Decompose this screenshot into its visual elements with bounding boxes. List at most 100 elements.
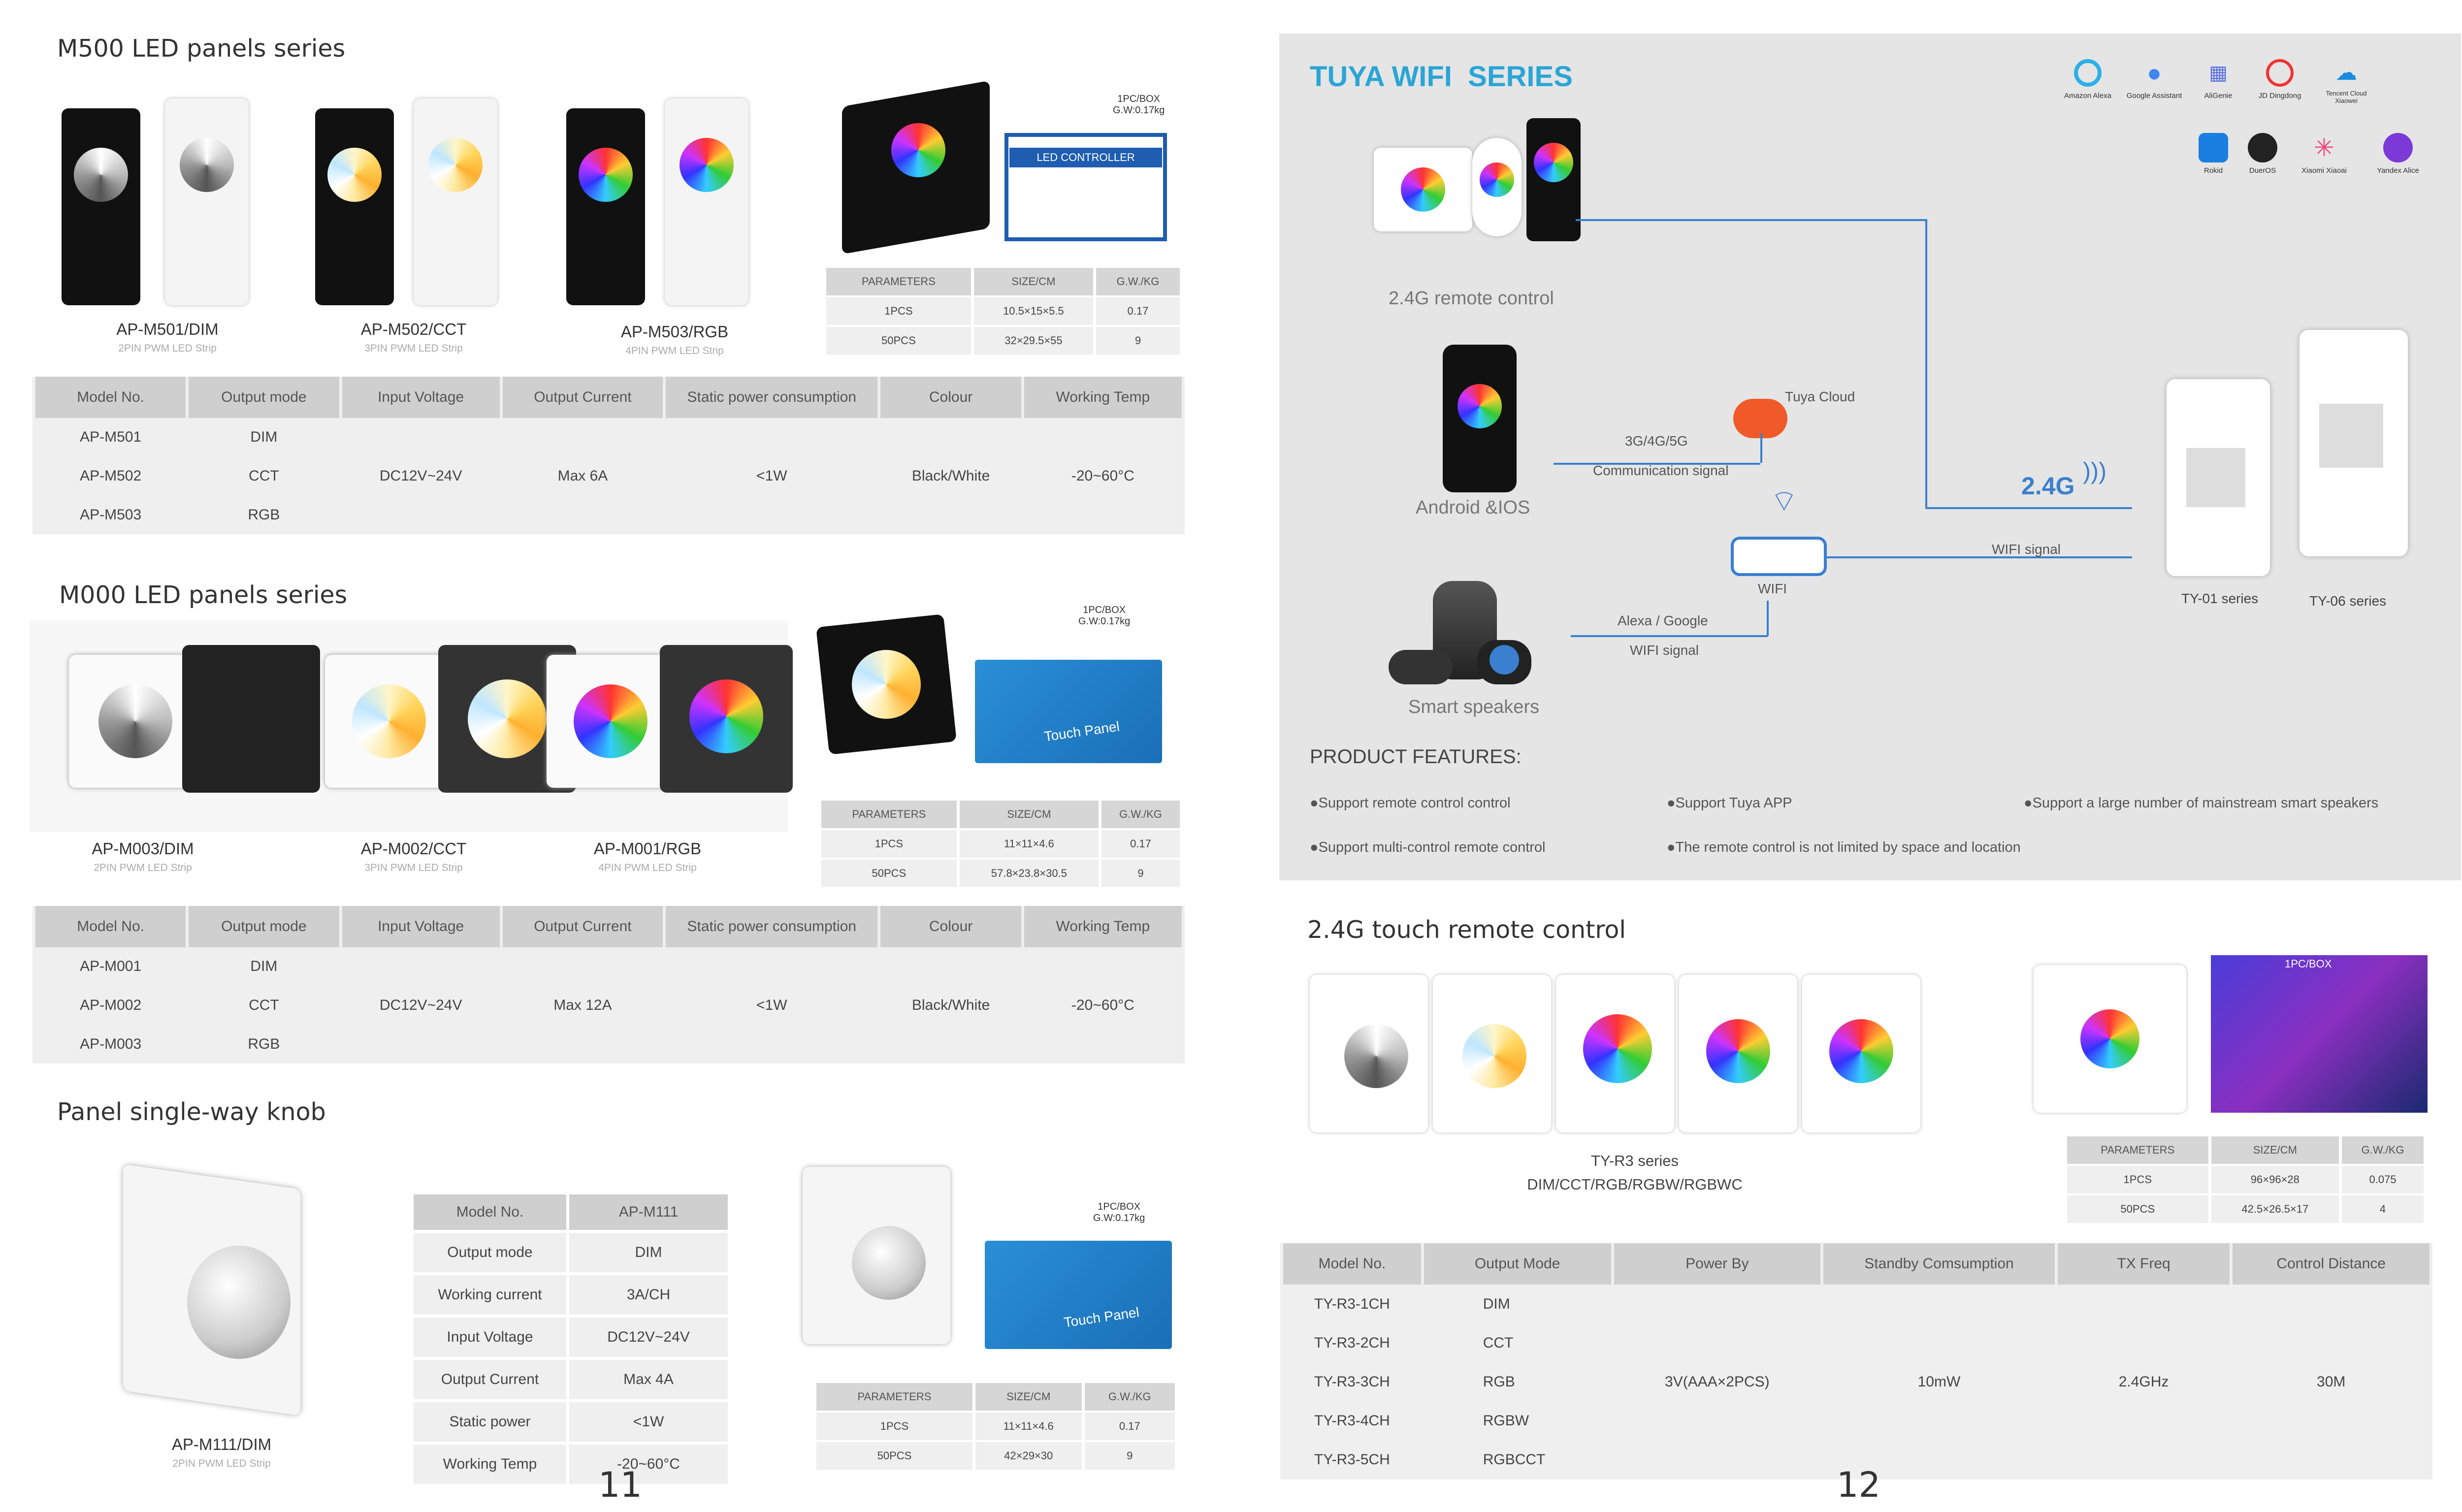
cloud-link-line — [1760, 433, 1762, 463]
model-cell: TY-R3-2CH — [1314, 1334, 1390, 1351]
pkg-cell: 57.8×23.8×30.5 — [959, 860, 1099, 887]
spec-header: Model No. — [35, 377, 186, 418]
model-cell: TY-R3-1CH — [1314, 1295, 1390, 1312]
m000-caption-dim: AP-M003/DIM 2PIN PWM LED Strip — [49, 839, 236, 874]
spec-header: Colour — [880, 906, 1021, 947]
model-sub: 2PIN PWM LED Strip — [172, 1458, 271, 1469]
spec-value: 3A/CH — [569, 1275, 728, 1315]
mode-cell: CCT — [1483, 1334, 1514, 1351]
router-icon — [1731, 537, 1827, 576]
pkg-cell: 10.5×15×5.5 — [973, 297, 1093, 325]
spec-header: TX Freq — [2057, 1243, 2230, 1285]
pkg-header: G.W./KG — [1096, 268, 1180, 295]
model-cell: AP-M501 — [80, 429, 142, 446]
model-cell: AP-M001 — [80, 958, 142, 975]
pkg-cell: 9 — [1096, 327, 1180, 354]
spec-header: AP-M111 — [569, 1194, 728, 1230]
voltage-cell: DC12V~24V — [379, 468, 462, 484]
m500-package-image: LED CONTROLLER — [827, 74, 1182, 261]
assistant-label: DuerOS — [2249, 166, 2276, 175]
pkg-header: G.W./KG — [1084, 1383, 1175, 1411]
signal-3g-label: 3G/4G/5G — [1625, 433, 1688, 449]
aligenie-icon: ▦AliGenie — [2191, 59, 2245, 100]
pkg-header: PARAMETERS — [821, 801, 957, 828]
model-sub: 4PIN PWM LED Strip — [625, 345, 724, 356]
model-label: AP-M001/RGB — [593, 839, 702, 858]
pkg-cell: 9 — [1101, 860, 1180, 887]
assistant-label: AliGenie — [2204, 92, 2233, 100]
spec-header: Control Distance — [2233, 1243, 2430, 1285]
spec-header: Working Temp — [1024, 906, 1182, 947]
spec-key: Working current — [414, 1275, 566, 1315]
wifi-title: TUYA WIFI SERIES — [1310, 61, 1573, 93]
mode-cell: RGB — [248, 1035, 280, 1052]
page-number-left: 11 — [598, 1465, 643, 1505]
mode-cell: RGBW — [1483, 1413, 1529, 1429]
feature-item: ●Support Tuya APP — [1667, 795, 1792, 811]
alexa-google-label: Alexa / Google — [1618, 613, 1708, 628]
spec-value: DC12V~24V — [569, 1318, 728, 1357]
pkg-cell: 0.17 — [1101, 830, 1180, 858]
pkg-cell: 1PCS — [816, 1413, 972, 1440]
pkg-cell: 0.075 — [2342, 1166, 2424, 1193]
m500-product-image-cct — [315, 98, 522, 310]
ty06-label: TY-06 series — [2309, 593, 2387, 609]
m500-product-image-rgb — [566, 98, 773, 310]
freq-cell: 2.4GHz — [2118, 1374, 2169, 1390]
pkg-cell: 50PCS — [821, 860, 957, 887]
current-cell: Max 6A — [557, 468, 608, 484]
model-sub: 2PIN PWM LED Strip — [94, 862, 192, 873]
box-weight: G.W:0.17kg — [1093, 1213, 1145, 1223]
spec-header: Model No. — [35, 906, 186, 947]
standby-cell: 10mW — [1917, 1374, 1961, 1390]
assistant-label: Tencent Cloud Xiaowei — [2326, 90, 2367, 104]
model-cell: AP-M002 — [80, 997, 142, 1013]
yandex-alice-icon: Yandex Alice — [2364, 133, 2432, 175]
knob-section-title: Panel single-way knob — [57, 1098, 326, 1126]
pkg-cell: 50PCS — [826, 327, 971, 354]
remote-series: TY-R3 series — [1590, 1152, 1679, 1169]
assistant-label: Xiaomi Xiaoai — [2301, 166, 2347, 175]
m500-caption-cct: AP-M502/CCT 3PIN PWM LED Strip — [320, 320, 507, 354]
assistant-label: Google Assistant — [2126, 92, 2182, 100]
m500-product-image-dim — [62, 98, 268, 310]
model-cell: AP-M503 — [80, 506, 142, 523]
cloud-label: Tuya Cloud — [1785, 389, 1855, 404]
pkg-cell: 4 — [2342, 1195, 2424, 1223]
model-label: AP-M501/DIM — [116, 320, 219, 338]
assistant-label: Rokid — [2203, 166, 2223, 175]
pkg-cell: 11×11×4.6 — [959, 830, 1099, 858]
spec-header: Working Temp — [1024, 377, 1182, 418]
features-title: PRODUCT FEATURES: — [1310, 746, 1522, 768]
model-label: AP-M003/DIM — [92, 839, 194, 858]
pkg-header: PARAMETERS — [826, 268, 971, 295]
pkg-cell: 9 — [1084, 1442, 1175, 1470]
pkg-cell: 96×96×28 — [2211, 1166, 2339, 1193]
rokid-icon: Rokid — [2191, 133, 2235, 175]
m000-section-title: M000 LED panels series — [59, 581, 348, 609]
spec-header: Standby Comsumption — [1823, 1243, 2055, 1285]
tencent-xiaowei-icon: ☁Tencent Cloud Xiaowei — [2314, 59, 2378, 104]
radio-wave-icon: ))) — [2083, 458, 2106, 484]
ty01-label: TY-01 series — [2181, 591, 2259, 606]
pkg-header: SIZE/CM — [973, 268, 1093, 295]
pkg-header: SIZE/CM — [975, 1383, 1082, 1411]
model-sub: 4PIN PWM LED Strip — [598, 862, 697, 873]
phone-label: Android &IOS — [1416, 497, 1530, 518]
m500-caption-dim: AP-M501/DIM 2PIN PWM LED Strip — [74, 320, 261, 354]
spec-key: Input Voltage — [414, 1318, 566, 1357]
spec-header: Model No. — [414, 1194, 566, 1230]
mode-cell: RGBCCT — [1483, 1451, 1546, 1468]
wifi-label: WIFI — [1758, 581, 1787, 596]
pkg-cell: 50PCS — [816, 1442, 972, 1470]
m000-product-image-cct — [325, 645, 581, 807]
temp-cell: -20~60°C — [1071, 997, 1134, 1013]
spec-header: Static power consumption — [666, 377, 878, 418]
feature-item: ●The remote control is not limited by sp… — [1667, 839, 2021, 855]
box-weight: G.W:0.17kg — [1113, 105, 1165, 116]
router-link-line — [1824, 556, 2132, 558]
